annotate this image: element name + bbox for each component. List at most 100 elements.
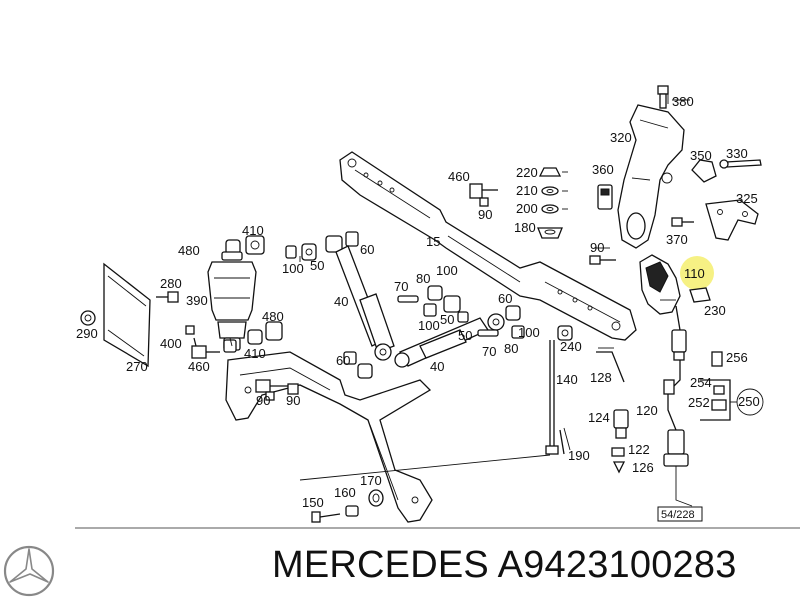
harness-120 (663, 360, 693, 507)
bolt-150 (311, 511, 341, 523)
label-80-upper: 80 (416, 271, 430, 286)
label-60-mid: 60 (498, 291, 512, 306)
bolt-280 (156, 291, 179, 303)
brand-name: MERCEDES (272, 544, 489, 586)
label-280: 280 (160, 276, 182, 291)
bushing-stack (537, 167, 563, 239)
label-480-lower: 480 (262, 309, 284, 324)
part-number: A9423100283 (497, 544, 737, 586)
ring-170 (368, 489, 384, 507)
parts-350-330 (691, 159, 762, 183)
label-50-mid: 50 (440, 312, 454, 327)
highlight-marker (680, 256, 714, 290)
level-sensor-110 (639, 254, 714, 361)
label-40-lower: 40 (430, 359, 444, 374)
label-140: 140 (556, 372, 578, 387)
leader-lines (229, 92, 676, 347)
label-460-upper: 460 (448, 169, 470, 184)
label-270: 270 (126, 359, 148, 374)
label-410-upper: 410 (242, 223, 264, 238)
label-170: 170 (360, 473, 382, 488)
label-400: 400 (160, 336, 182, 351)
label-128: 128 (590, 370, 612, 385)
label-380: 380 (672, 94, 694, 109)
bushing-row-lower (185, 321, 283, 359)
part-360 (597, 184, 613, 210)
label-190: 190 (568, 448, 590, 463)
label-252: 252 (688, 395, 710, 410)
label-70-lower: 70 (482, 344, 496, 359)
bolt-370 (671, 217, 694, 227)
label-410-lower: 410 (244, 346, 266, 361)
label-50-upper: 50 (310, 258, 324, 273)
connector-group-250 (700, 351, 764, 421)
bracket-270 (103, 262, 151, 368)
label-320: 320 (610, 130, 632, 145)
label-325: 325 (736, 191, 758, 206)
rod-140 (545, 340, 571, 455)
bolt-460-upper (469, 183, 498, 207)
label-200: 200 (516, 201, 538, 216)
label-70-upper: 70 (394, 279, 408, 294)
bushing-row-upper (225, 231, 359, 261)
label-480-upper: 480 (178, 243, 200, 258)
rod-128 (596, 347, 625, 383)
label-126: 126 (632, 460, 654, 475)
bolt-460-lower (255, 379, 299, 401)
shock-absorber-lower (394, 313, 505, 368)
bushing-row-middle (343, 285, 525, 379)
pin-190 (559, 429, 565, 455)
label-60-lower: 60 (336, 353, 350, 368)
label-50-lower: 50 (458, 328, 472, 343)
label-254: 254 (690, 375, 712, 390)
label-124: 124 (588, 410, 610, 425)
label-230: 230 (704, 303, 726, 318)
label-150: 150 (302, 495, 324, 510)
axle-beam (339, 151, 637, 341)
bolt-90-mid (589, 255, 616, 265)
chassis-frame (225, 351, 551, 523)
callout-labels: 380 320 350 330 360 325 370 460 90 220 2… (76, 94, 760, 510)
label-290: 290 (76, 326, 98, 341)
label-90-mid: 90 (590, 240, 604, 255)
label-100-lower-right: 100 (518, 325, 540, 340)
label-100-upper: 100 (282, 261, 304, 276)
reference-box-label: 54/228 (661, 509, 695, 521)
label-80-lower: 80 (504, 341, 518, 356)
label-60-upper: 60 (360, 242, 374, 257)
label-250: 250 (738, 394, 760, 409)
label-370: 370 (666, 232, 688, 247)
part-caption: MERCEDES A9423100283 (272, 544, 737, 587)
label-122: 122 (628, 442, 650, 457)
label-90-lower-left: 90 (256, 393, 270, 408)
bushing-160 (345, 505, 359, 517)
bracket-325 (705, 199, 759, 241)
label-110: 110 (684, 266, 705, 281)
label-256: 256 (726, 350, 748, 365)
label-330: 330 (726, 146, 748, 161)
label-180: 180 (514, 220, 536, 235)
mercedes-star-icon (3, 545, 55, 597)
part-240 (557, 325, 573, 341)
label-15: 15 (426, 234, 440, 249)
label-210: 210 (516, 183, 538, 198)
label-220: 220 (516, 165, 538, 180)
connector-124 (611, 409, 629, 474)
reference-box: 54/228 (657, 506, 703, 522)
shock-absorber-upper (335, 245, 395, 361)
nut-290 (80, 310, 96, 326)
label-100-mid: 100 (436, 263, 458, 278)
label-390: 390 (186, 293, 208, 308)
label-40-upper: 40 (334, 294, 348, 309)
label-90-lower-right: 90 (286, 393, 300, 408)
label-160: 160 (334, 485, 356, 500)
label-360: 360 (592, 162, 614, 177)
label-240: 240 (560, 339, 582, 354)
bracket-320 (617, 85, 690, 249)
label-350: 350 (690, 148, 712, 163)
label-120: 120 (636, 403, 658, 418)
label-460-lower: 460 (188, 359, 210, 374)
label-100-lower: 100 (418, 318, 440, 333)
label-90-upper: 90 (478, 207, 492, 222)
